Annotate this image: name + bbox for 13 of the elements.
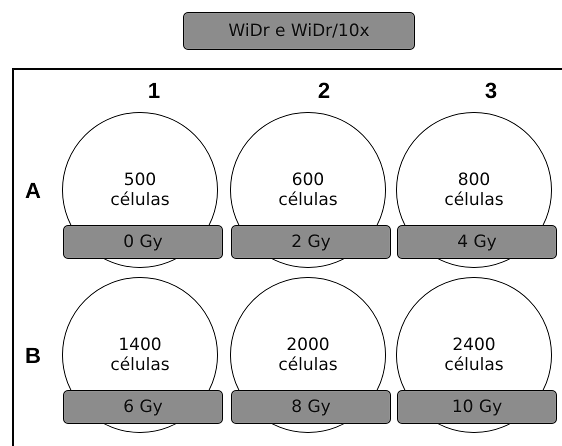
- column-label: 2: [316, 78, 332, 104]
- column-label: 3: [484, 78, 498, 104]
- plate-frame: [12, 68, 562, 446]
- dose-label: 4 Gy: [397, 225, 557, 259]
- column-label: 1: [146, 78, 162, 104]
- dose-label: 2 Gy: [231, 225, 391, 259]
- row-label: A: [24, 178, 42, 204]
- title-box: WiDr e WiDr/10x: [183, 12, 415, 50]
- row-label: B: [24, 343, 42, 369]
- dose-label: 6 Gy: [63, 390, 223, 424]
- dose-label: 0 Gy: [63, 225, 223, 259]
- dose-label: 8 Gy: [231, 390, 391, 424]
- dose-label: 10 Gy: [397, 390, 557, 424]
